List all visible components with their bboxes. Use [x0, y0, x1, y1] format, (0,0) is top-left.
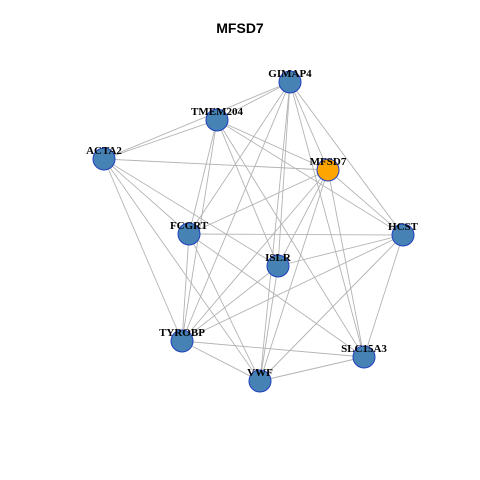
- edge-acta2-fcgrt: [103, 158, 190, 235]
- edge-tyrobp-vwf: [181, 340, 261, 382]
- edge-gimap4-mfsd7: [289, 81, 329, 171]
- node-vwf: [248, 369, 272, 393]
- edge-tmem204-mfsd7: [216, 119, 329, 171]
- node-mfsd7: [316, 158, 340, 182]
- node-label-gimap4: GIMAP4: [268, 68, 312, 80]
- node-slc15a3: [352, 345, 376, 369]
- node-tmem204: [205, 108, 229, 132]
- edge-fcgrt-hcst: [188, 233, 404, 236]
- node-label-tyrobp: TYROBP: [159, 327, 205, 339]
- edge-tmem204-slc15a3: [216, 119, 365, 358]
- node-label-hcst: HCST: [388, 221, 419, 233]
- figure-title: MFSD7: [216, 20, 264, 36]
- node-hcst: [391, 223, 415, 247]
- edge-gimap4-hcst: [289, 81, 404, 236]
- edge-mfsd7-vwf: [259, 169, 329, 382]
- edge-hcst-tyrobp: [181, 234, 404, 342]
- edge-mfsd7-islr: [277, 169, 329, 267]
- node-label-islr: ISLR: [265, 252, 292, 264]
- edge-acta2-vwf: [103, 158, 261, 382]
- node-label-fcgrt: FCGRT: [170, 220, 209, 232]
- node-label-vwf: VWF: [247, 367, 273, 379]
- edge-tmem204-hcst: [216, 119, 404, 236]
- node-label-tmem204: TMEM204: [191, 106, 243, 118]
- edge-mfsd7-fcgrt: [188, 169, 329, 235]
- node-islr: [266, 254, 290, 278]
- edge-acta2-mfsd7: [103, 158, 329, 171]
- edge-tmem204-islr: [216, 119, 279, 267]
- edge-vwf-slc15a3: [259, 356, 365, 382]
- node-acta2: [92, 147, 116, 171]
- edge-tyrobp-slc15a3: [181, 340, 365, 358]
- edge-hcst-vwf: [259, 234, 404, 382]
- edge-fcgrt-tyrobp: [181, 233, 190, 342]
- node-tyrobp: [170, 329, 194, 353]
- node-layer: [92, 70, 415, 393]
- node-label-acta2: ACTA2: [86, 145, 122, 157]
- edge-mfsd7-hcst: [327, 169, 404, 236]
- edge-gimap4-acta2: [103, 81, 291, 160]
- edge-gimap4-slc15a3: [289, 81, 365, 358]
- edge-acta2-islr: [103, 158, 279, 267]
- edge-mfsd7-slc15a3: [327, 169, 365, 358]
- edge-tmem204-acta2: [103, 119, 218, 160]
- edge-islr-vwf: [259, 265, 279, 382]
- edge-gimap4-islr: [277, 81, 291, 267]
- edge-hcst-slc15a3: [363, 234, 404, 358]
- edge-hcst-islr: [277, 234, 404, 267]
- edge-islr-tyrobp: [181, 265, 279, 342]
- edge-layer: [103, 81, 404, 382]
- node-label-mfsd7: MFSD7: [310, 156, 347, 168]
- edge-tmem204-fcgrt: [188, 119, 218, 235]
- node-label-slc15a3: SLC15A3: [341, 343, 387, 355]
- edge-gimap4-fcgrt: [188, 81, 291, 235]
- node-fcgrt: [177, 222, 201, 246]
- edge-mfsd7-tyrobp: [181, 169, 329, 342]
- edge-gimap4-tyrobp: [181, 81, 291, 342]
- edge-acta2-tyrobp: [103, 158, 183, 342]
- node-gimap4: [278, 70, 302, 94]
- edge-gimap4-tmem204: [216, 81, 291, 121]
